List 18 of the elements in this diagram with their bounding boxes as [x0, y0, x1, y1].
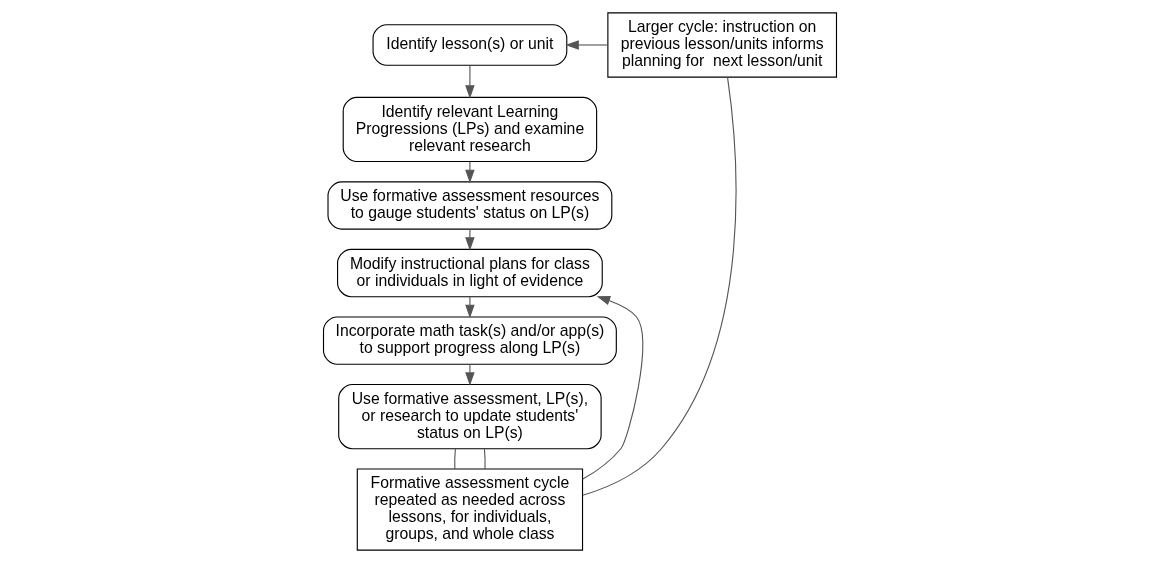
node-box: Incorporate math task(s) and/or app(s) to support progress along LP(s): [322, 316, 617, 365]
connector: [581, 76, 736, 496]
connector: [483, 448, 486, 470]
node-box: Use formative assessment resources to gauge students' status on LP(s): [326, 181, 612, 230]
node-box: Larger cycle: instruction on previous lesson/units informs planning for next lesson/unit: [606, 12, 837, 78]
connector: [453, 448, 456, 470]
arrow: [464, 228, 475, 251]
node-box: Modify instructional plans for class or individuals in light of evidence: [336, 248, 603, 298]
arrow: [464, 363, 475, 386]
node-box: Use formative assessment, LP(s), or research to update students' status on LP(s): [337, 384, 602, 450]
arrow: [564, 40, 608, 50]
arrow: [464, 161, 475, 184]
node-box: Identify lesson(s) or unit: [372, 24, 567, 66]
arrow: [464, 65, 475, 99]
node-box: Formative assessment cycle repeated as needed across lessons, for individuals, groups, and whole class: [356, 468, 583, 551]
node-box: Identify relevant Learning Progressions (LPs) and examine relevant research: [342, 96, 597, 163]
arrow: [464, 296, 475, 319]
arrow: [581, 296, 643, 480]
